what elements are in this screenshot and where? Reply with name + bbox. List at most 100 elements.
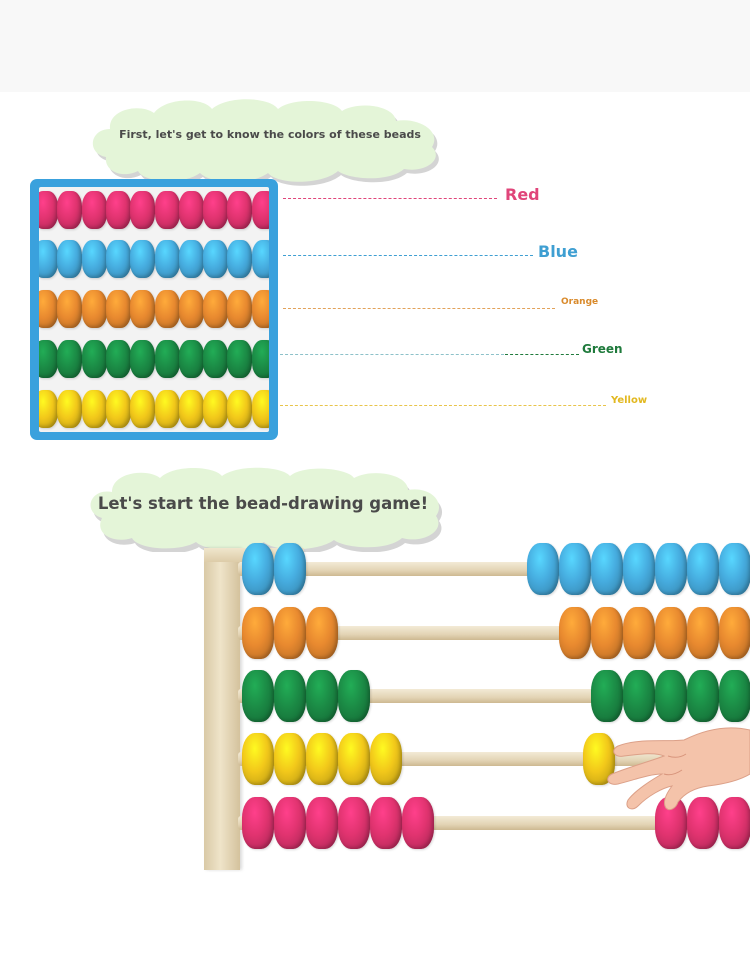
swatch-bead (81, 191, 107, 229)
abacus-bead[interactable] (306, 733, 338, 785)
abacus-bead[interactable] (306, 607, 338, 659)
abacus-bead[interactable] (242, 670, 274, 722)
swatch-bead (105, 240, 131, 278)
abacus-bead[interactable] (623, 670, 655, 722)
top-margin (0, 0, 750, 92)
abacus-bead[interactable] (591, 670, 623, 722)
swatch-bead (251, 390, 269, 428)
bead-color-swatch (30, 179, 278, 440)
abacus-bead[interactable] (623, 543, 655, 595)
swatch-bead (178, 290, 204, 328)
orange-leader-line (283, 308, 555, 309)
swatch-bead (154, 340, 180, 378)
game-cloud-text: Let's start the bead-drawing game! (97, 494, 429, 513)
red-leader-line (283, 198, 497, 199)
abacus-bead[interactable] (687, 670, 719, 722)
swatch-bead (154, 191, 180, 229)
green-leader-line (280, 354, 504, 355)
abacus-bead[interactable] (306, 670, 338, 722)
intro-cloud-text: First, let's get to know the colors of t… (119, 128, 421, 141)
swatch-bead (178, 240, 204, 278)
abacus-bead[interactable] (338, 670, 370, 722)
swatch-bead (203, 390, 229, 428)
swatch-bead (57, 191, 83, 229)
swatch-bead (154, 390, 180, 428)
swatch-bead (178, 340, 204, 378)
abacus-bead[interactable] (242, 607, 274, 659)
swatch-bead (105, 191, 131, 229)
swatch-bead (105, 340, 131, 378)
swatch-bead (227, 290, 253, 328)
abacus-bead[interactable] (687, 797, 719, 849)
swatch-bead (251, 290, 269, 328)
abacus-bead[interactable] (306, 797, 338, 849)
abacus-bead[interactable] (370, 797, 402, 849)
swatch-bead (130, 390, 156, 428)
swatch-bead (81, 290, 107, 328)
abacus-bead[interactable] (338, 797, 370, 849)
abacus-bead[interactable] (559, 543, 591, 595)
abacus-bead[interactable] (655, 670, 687, 722)
abacus-bead[interactable] (370, 733, 402, 785)
abacus-bead[interactable] (655, 543, 687, 595)
abacus-bead[interactable] (655, 607, 687, 659)
swatch-bead (227, 240, 253, 278)
swatch-bead (81, 390, 107, 428)
child-hand (607, 727, 750, 811)
abacus-bead[interactable] (719, 797, 750, 849)
swatch-bead (227, 340, 253, 378)
abacus-bead[interactable] (623, 607, 655, 659)
swatch-bead (130, 290, 156, 328)
abacus-bead[interactable] (687, 543, 719, 595)
orange-label: Orange (561, 297, 599, 307)
swatch-bead (227, 390, 253, 428)
swatch-bead (251, 240, 269, 278)
swatch-bead (178, 191, 204, 229)
swatch-bead (57, 240, 83, 278)
swatch-bead (57, 390, 83, 428)
abacus-bead[interactable] (527, 543, 559, 595)
abacus-bead[interactable] (719, 670, 750, 722)
swatch-bead (154, 290, 180, 328)
yellow-leader-line (280, 405, 606, 406)
abacus-bead[interactable] (719, 543, 750, 595)
abacus-bead[interactable] (242, 733, 274, 785)
abacus-bead[interactable] (274, 543, 306, 595)
abacus-bead[interactable] (719, 607, 750, 659)
swatch-bead (57, 290, 83, 328)
yellow-label: Yellow (611, 395, 648, 406)
abacus-bead[interactable] (274, 607, 306, 659)
abacus-bead[interactable] (687, 607, 719, 659)
abacus-bead[interactable] (242, 543, 274, 595)
swatch-bead (81, 340, 107, 378)
abacus-bead[interactable] (591, 543, 623, 595)
swatch-bead (203, 340, 229, 378)
abacus-bead[interactable] (591, 607, 623, 659)
green-label: Green (582, 342, 623, 356)
swatch-bead (39, 191, 58, 229)
swatch-bead (251, 340, 269, 378)
swatch-bead (81, 240, 107, 278)
abacus-bead[interactable] (402, 797, 434, 849)
abacus-bead[interactable] (559, 607, 591, 659)
abacus-bead[interactable] (338, 733, 370, 785)
swatch-bead (39, 240, 58, 278)
abacus-bead[interactable] (242, 797, 274, 849)
intro-speech-cloud: First, let's get to know the colors of t… (88, 95, 444, 187)
swatch-bead (105, 290, 131, 328)
swatch-bead (178, 390, 204, 428)
swatch-bead (39, 340, 58, 378)
swatch-bead (39, 390, 58, 428)
abacus-bead[interactable] (274, 797, 306, 849)
swatch-bead-rows (39, 187, 269, 432)
swatch-bead (154, 240, 180, 278)
swatch-bead (251, 191, 269, 229)
swatch-bead (130, 340, 156, 378)
swatch-bead (203, 290, 229, 328)
swatch-bead (130, 240, 156, 278)
game-speech-cloud: Let's start the bead-drawing game! (86, 466, 444, 552)
abacus-bead[interactable] (274, 670, 306, 722)
swatch-bead (105, 390, 131, 428)
green-leader-line-end (505, 354, 579, 355)
abacus-bead[interactable] (274, 733, 306, 785)
